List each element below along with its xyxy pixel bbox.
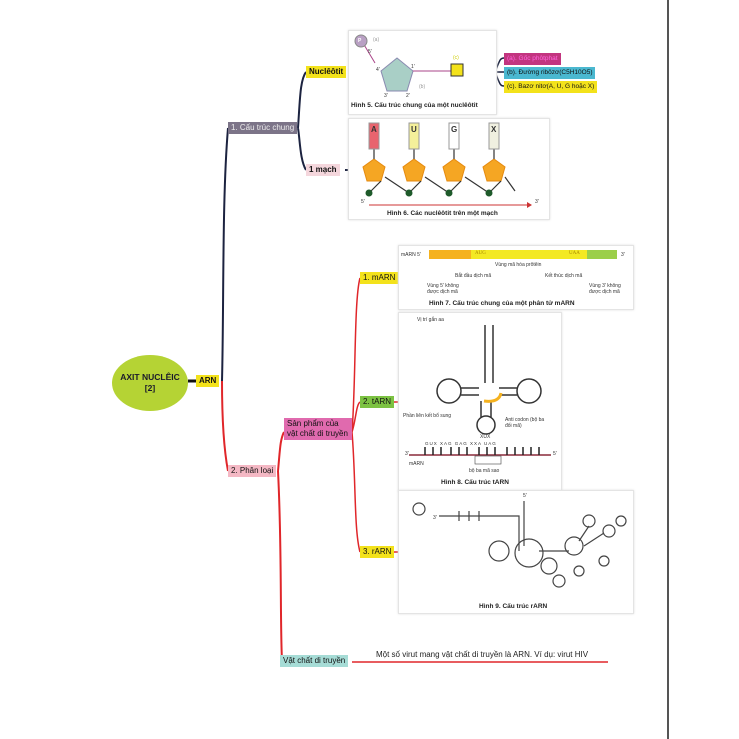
base-g: G <box>451 125 458 134</box>
anti-seq: XUX <box>480 434 491 440</box>
fig7-caption: Hình 7. Cấu trúc chung của một phân tử m… <box>429 300 575 307</box>
node-nucleotit[interactable]: Nuclêôtit <box>306 66 347 78</box>
legend-c: (c). Bazơ nitơ(A, U, G hoặc X) <box>504 81 598 93</box>
c-label: (c) <box>453 55 459 61</box>
pos-1: 1' <box>411 64 415 70</box>
p-label: P <box>358 38 362 44</box>
utr5: Vùng 5' không được dịch mã <box>427 283 459 295</box>
node-cau-truc-chung[interactable]: 1. Cấu trúc chung <box>228 122 298 134</box>
pos-4: 4' <box>376 67 380 73</box>
fig8-caption: Hình 8. Cấu trúc tARN <box>441 479 509 486</box>
complement: Phần liên kết bổ sung <box>403 413 452 419</box>
pos-5: 5' <box>368 49 372 55</box>
base-a: A <box>371 125 377 134</box>
start-codon: AUG <box>475 251 486 256</box>
root-ref: [2] <box>144 383 156 393</box>
base-u: U <box>411 125 417 134</box>
anticodon: Anti codon (bộ ba đối mã) <box>505 417 545 429</box>
t-end5: 5' <box>553 451 557 457</box>
coding: Vùng mã hóa prôtêin <box>495 262 542 268</box>
marn5: mARN 5' <box>401 252 421 258</box>
marn-seq: GUX XAG GAG XXA UAG <box>425 441 497 446</box>
root-title: AXIT NUCLÊIC <box>120 372 180 382</box>
t-end3: 3' <box>405 451 409 457</box>
r-end3: 3' <box>433 515 437 521</box>
stop-codon: UAA <box>569 251 580 256</box>
a-label: (a) <box>373 37 380 43</box>
node-phan-loai[interactable]: 2. Phân loại <box>228 465 277 477</box>
node-san-pham[interactable]: Sản phẩm của vật chất di truyền <box>284 418 352 440</box>
aa-site: Vị trí gắn aa <box>417 317 444 323</box>
node-1-mach[interactable]: 1 mạch <box>306 164 340 176</box>
marn3: 3' <box>621 252 625 258</box>
r-end5: 5' <box>523 493 527 499</box>
virus-note: Một số virut mang vật chất di truyền là … <box>376 650 589 659</box>
figure-tarn: Vị trí gắn aa Phần liên kết bổ sung Anti… <box>398 312 562 492</box>
pos-3: 3' <box>384 93 388 99</box>
node-arn[interactable]: ARN <box>196 375 220 387</box>
node-rarn[interactable]: 3. rARN <box>360 546 395 558</box>
pos-2: 2' <box>406 93 410 99</box>
fig5-caption: Hình 5. Cấu trúc chung của một nuclêôtit <box>351 102 478 109</box>
fig9-caption: Hình 9. Cấu trúc rARN <box>479 603 548 610</box>
t-marn: mARN <box>409 461 424 467</box>
root-node[interactable]: AXIT NUCLÊIC [2] <box>112 355 188 411</box>
end: Kết thúc dịch mã <box>545 273 583 279</box>
figure-marn: mARN 5' 3' AUG UAA Vùng mã hóa prôtêin B… <box>398 245 634 310</box>
base-x: X <box>491 125 497 134</box>
figure-rarn: 5' 3' Hình 9. Cấu trúc rARN <box>398 490 634 614</box>
codon: bộ ba mã sao <box>469 468 500 474</box>
utr3: Vùng 3' không được dịch mã <box>589 283 621 295</box>
figure-nucleotide: P (a) (b) (c) 5' 4' 3' 2' 1' Hình 5. Cấu… <box>348 30 497 115</box>
end3: 3' <box>535 199 539 205</box>
end5: 5' <box>361 199 365 205</box>
node-marn[interactable]: 1. mARN <box>360 272 399 284</box>
node-vat-chat[interactable]: Vật chất di truyền <box>280 655 349 667</box>
figure-strand: A U G X 5' 3' Hình 6. Các nuclêôtit trên… <box>348 118 550 220</box>
legend-a: (a). Gốc phôtphat <box>504 53 561 65</box>
legend-b: (b). Đường ribôzơ(C5H10O5) <box>504 67 596 79</box>
fig6-caption: Hình 6. Các nuclêôtit trên một mạch <box>387 210 498 217</box>
node-tarn[interactable]: 2. tARN <box>360 396 395 408</box>
begin: Bắt đầu dịch mã <box>455 273 492 279</box>
b-label: (b) <box>419 84 426 90</box>
